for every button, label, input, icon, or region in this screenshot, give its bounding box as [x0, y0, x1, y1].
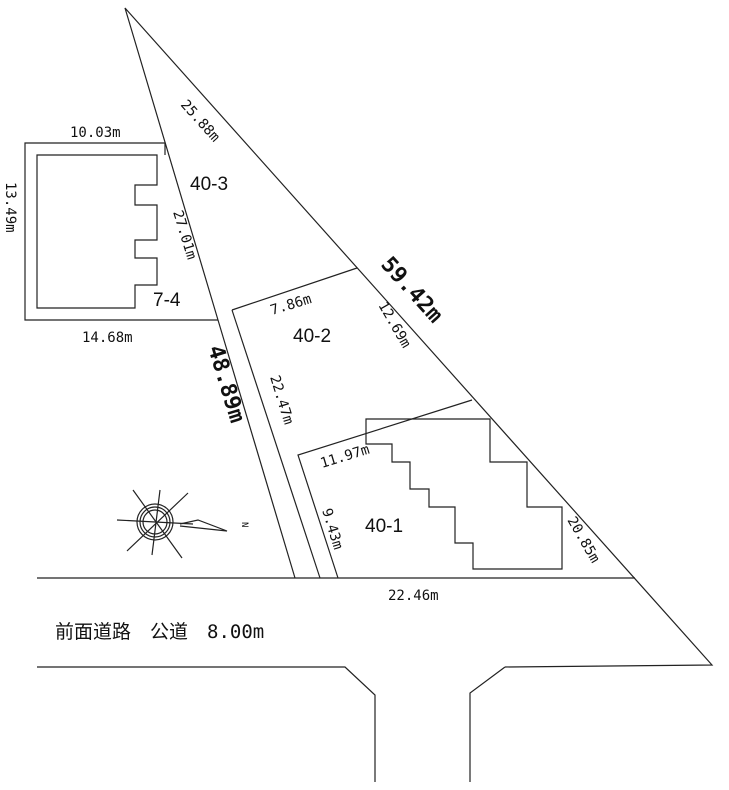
dim-27-01: 27.01m	[169, 208, 199, 261]
dim-14-68: 14.68m	[82, 330, 133, 346]
dim-22-46: 22.46m	[388, 588, 439, 604]
lot-label-40-2: 40-2	[293, 326, 331, 347]
lot-label-40-3: 40-3	[190, 174, 228, 195]
dim-48-89: 48.89m	[202, 342, 249, 425]
building-7-4	[36, 154, 158, 309]
compass-north-label: N	[239, 522, 249, 527]
road-edge-right	[469, 666, 506, 782]
compass-icon	[116, 489, 228, 559]
dim-25-88: 25.88m	[177, 97, 223, 145]
left-boundary	[217, 319, 296, 579]
strip-boundary	[231, 309, 321, 579]
lot-label-40-1: 40-1	[365, 516, 403, 537]
parcel-boundary	[124, 7, 714, 668]
lot-divider-40-2-40-1	[297, 399, 473, 579]
dim-13-49: 13.49m	[2, 182, 18, 233]
lot-divider-40-3-40-2	[231, 267, 358, 311]
dim-10-03: 10.03m	[70, 125, 121, 141]
dim-22-47: 22.47m	[266, 373, 296, 426]
dim-20-85: 20.85m	[564, 514, 603, 566]
road-label: 前面道路 公道 8.00m	[55, 621, 264, 643]
building-40-1	[365, 418, 563, 570]
lot-label-7-4: 7-4	[153, 290, 181, 311]
road-edge-left	[37, 666, 376, 782]
lot-7-4-boundary	[24, 142, 218, 321]
